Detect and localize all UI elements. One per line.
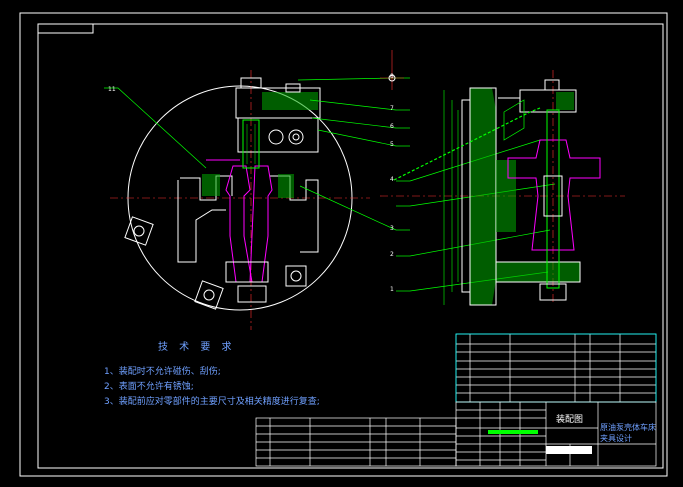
section-mandrel: [543, 175, 563, 217]
right-pad-hatch: [278, 174, 294, 198]
bolt-left: [124, 216, 154, 246]
corner-box: [37, 23, 94, 34]
product-name: 原油泵壳体车床夹具设计: [600, 423, 656, 443]
top-knob: [240, 77, 262, 89]
callout-6: 6: [390, 123, 394, 130]
callout-leaders: [297, 77, 556, 292]
section-view: [380, 70, 625, 306]
callout-2: 2: [390, 251, 394, 258]
callout-4: 4: [390, 176, 394, 183]
bolt-bottom-hole: [203, 289, 215, 301]
bracket-rib: [503, 99, 525, 141]
bolt-left-hole: [133, 225, 145, 237]
leader-3: [299, 185, 397, 231]
leader-11: [104, 87, 207, 169]
clamp-hatch: [262, 92, 318, 110]
spring: [393, 107, 541, 181]
leader-8: [297, 77, 397, 81]
tech-requirement-3: 3、装配前应对零部件的主要尺寸及相关精度进行复查;: [104, 397, 320, 407]
section-bottom-nut: [539, 283, 567, 301]
bottom-base: [237, 285, 267, 303]
tb-fill-2: [488, 430, 538, 434]
tech-requirement-1: 1、装配时不允许碰伤、刮伤;: [104, 367, 221, 377]
left-arm: [177, 180, 226, 263]
bolt-right: [285, 265, 307, 287]
pump-housing: [507, 139, 601, 251]
faceplate-face: [461, 99, 471, 293]
bolt-hole-2-inner: [292, 133, 300, 141]
callout-1: 1: [390, 286, 394, 293]
tech-requirements-title: 技 术 要 求: [158, 342, 236, 353]
base-hatch: [496, 262, 580, 282]
base-plate: [495, 261, 581, 283]
workpiece-left: [225, 165, 253, 283]
faceplate-section: [470, 88, 496, 305]
section-knob: [544, 79, 560, 91]
inner-frame: [37, 23, 664, 469]
section-clamp-hatch: [556, 92, 574, 110]
title-block-frame: [455, 401, 657, 467]
callout-11: 11: [108, 86, 116, 93]
top-nut: [285, 83, 301, 93]
callout-8: 8: [390, 73, 394, 80]
callout-5: 5: [390, 141, 394, 148]
tech-requirement-2: 2、表面不允许有锈蚀;: [104, 382, 194, 392]
section-stud: [546, 109, 560, 289]
workpiece-right: [249, 165, 273, 283]
leader-5: [317, 129, 397, 147]
bolt-hole-2: [288, 129, 304, 145]
left-clamp: [180, 175, 233, 201]
bolt-bottom: [194, 280, 224, 310]
leader-7: [309, 99, 397, 111]
tb-fill-1: [546, 446, 592, 454]
bottom-nut: [225, 261, 269, 283]
left-view: [104, 70, 370, 330]
left-pad-hatch: [202, 174, 220, 196]
leader-6: [311, 117, 397, 129]
callout-3: 3: [390, 225, 394, 232]
support-body: [237, 117, 319, 153]
outer-frame: [19, 12, 668, 477]
mark-circle: [388, 74, 396, 82]
boss-hatch: [496, 160, 516, 232]
parts-list: [455, 333, 657, 403]
drawing-title: 装配图: [556, 415, 584, 425]
stud: [242, 119, 260, 169]
bolt-right-hole: [290, 270, 302, 282]
lower-parts-list: [255, 417, 457, 467]
callout-7: 7: [390, 105, 394, 112]
bolt-hole-1: [268, 129, 284, 145]
title-block: [455, 401, 657, 467]
